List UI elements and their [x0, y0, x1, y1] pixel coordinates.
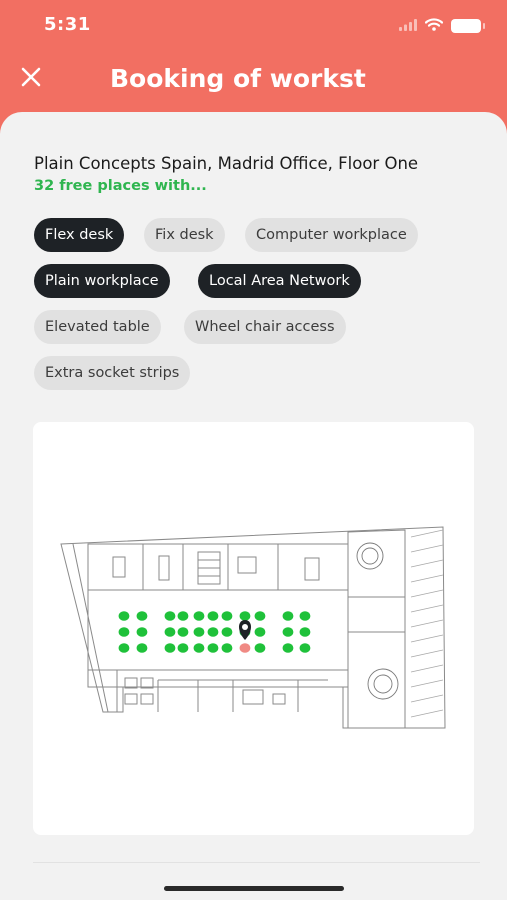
- wifi-icon: [424, 16, 444, 35]
- floor-plan[interactable]: [33, 422, 474, 835]
- filter-chip-computer-workplace[interactable]: Computer workplace: [245, 218, 418, 252]
- booking-sheet: Plain Concepts Spain, Madrid Office, Flo…: [0, 112, 507, 900]
- home-indicator[interactable]: [164, 886, 344, 891]
- status-icons: [399, 16, 485, 35]
- free-seat[interactable]: [254, 611, 266, 621]
- free-seat[interactable]: [299, 627, 311, 637]
- free-seat[interactable]: [164, 627, 176, 637]
- free-seat[interactable]: [282, 643, 294, 653]
- free-seat[interactable]: [299, 611, 311, 621]
- nav-bar: Booking of workst: [0, 50, 507, 112]
- free-seat[interactable]: [193, 627, 205, 637]
- free-seat[interactable]: [207, 643, 219, 653]
- signal-icon: [399, 16, 417, 35]
- location-pin-icon: [238, 620, 252, 640]
- free-seat[interactable]: [193, 643, 205, 653]
- free-seat[interactable]: [221, 611, 233, 621]
- filter-chip-flex-desk[interactable]: Flex desk: [34, 218, 125, 252]
- page-title: Booking of workst: [110, 64, 366, 93]
- filter-chip-elevated-table[interactable]: Elevated table: [34, 310, 161, 344]
- status-bar: 5:31: [0, 0, 507, 50]
- free-seat[interactable]: [136, 611, 148, 621]
- filter-chip-fix-desk[interactable]: Fix desk: [144, 218, 225, 252]
- free-seat[interactable]: [221, 643, 233, 653]
- free-seat[interactable]: [207, 611, 219, 621]
- free-seat[interactable]: [164, 611, 176, 621]
- free-seat[interactable]: [177, 643, 189, 653]
- free-seat[interactable]: [282, 611, 294, 621]
- free-seat[interactable]: [299, 643, 311, 653]
- free-seat[interactable]: [207, 627, 219, 637]
- free-seat[interactable]: [239, 611, 251, 621]
- office-location: Plain Concepts Spain, Madrid Office, Flo…: [34, 154, 419, 173]
- free-seat[interactable]: [136, 643, 148, 653]
- free-seat[interactable]: [118, 611, 130, 621]
- free-seat[interactable]: [254, 627, 266, 637]
- free-seat[interactable]: [118, 643, 130, 653]
- free-seat[interactable]: [164, 643, 176, 653]
- floor-plan-card[interactable]: [33, 422, 474, 835]
- divider: [33, 862, 480, 863]
- free-seat[interactable]: [177, 627, 189, 637]
- filter-chip-wheel-chair-access[interactable]: Wheel chair access: [184, 310, 346, 344]
- free-seat[interactable]: [136, 627, 148, 637]
- free-seat[interactable]: [254, 643, 266, 653]
- filter-chip-extra-socket-strips[interactable]: Extra socket strips: [34, 356, 191, 390]
- close-button[interactable]: [14, 62, 48, 96]
- free-seat[interactable]: [282, 627, 294, 637]
- close-icon: [20, 66, 42, 92]
- free-seat[interactable]: [118, 627, 130, 637]
- free-seat[interactable]: [177, 611, 189, 621]
- battery-icon: [451, 18, 485, 33]
- free-seat[interactable]: [193, 611, 205, 621]
- filter-chip-plain-workplace[interactable]: Plain workplace: [34, 264, 170, 298]
- free-seat[interactable]: [221, 627, 233, 637]
- selected-seat[interactable]: [239, 643, 251, 653]
- status-time: 5:31: [44, 14, 91, 35]
- filter-chip-local-area-network[interactable]: Local Area Network: [198, 264, 361, 298]
- free-places-count[interactable]: 32 free places with...: [34, 178, 207, 194]
